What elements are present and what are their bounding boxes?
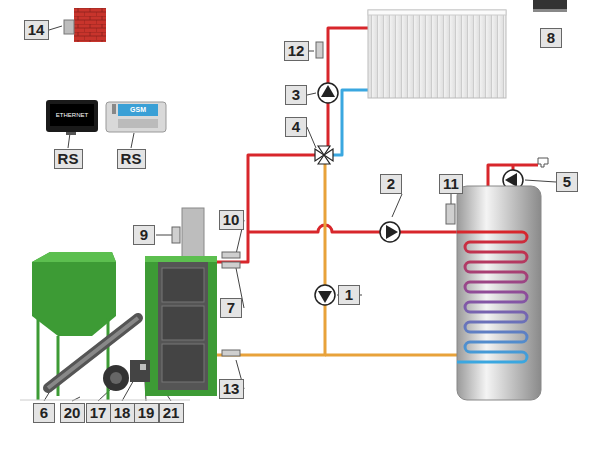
callout-number: RS bbox=[54, 149, 83, 169]
storage-tank bbox=[457, 186, 541, 400]
callout-number: 20 bbox=[60, 403, 85, 423]
gsm-module bbox=[106, 102, 166, 132]
callout-number: 21 bbox=[159, 403, 184, 423]
callout-number: 1 bbox=[338, 285, 360, 305]
outdoor-sensor bbox=[64, 20, 74, 34]
screen-text: ETHERNET bbox=[56, 112, 88, 119]
tap bbox=[538, 158, 548, 167]
callout-number: 5 bbox=[556, 172, 578, 192]
screen-text: GSM bbox=[130, 106, 146, 114]
callout-number: 6 bbox=[33, 403, 55, 423]
callout-number: 8 bbox=[540, 28, 562, 48]
callout-number: 4 bbox=[285, 117, 307, 137]
callout-number: 18 bbox=[110, 403, 135, 423]
chimney bbox=[182, 208, 204, 258]
callout-number: 9 bbox=[133, 225, 155, 245]
fuel-silo bbox=[20, 252, 190, 400]
callout-number: 13 bbox=[219, 379, 244, 399]
boiler bbox=[145, 256, 217, 396]
callout-number: 3 bbox=[285, 85, 307, 105]
callout-number: 2 bbox=[380, 174, 402, 194]
callout-number: 11 bbox=[439, 174, 463, 194]
callout-number: 10 bbox=[219, 210, 244, 230]
callout-number: 19 bbox=[134, 403, 159, 423]
ethernet-module bbox=[46, 100, 98, 135]
radiator bbox=[368, 10, 506, 98]
callout-number: 12 bbox=[284, 41, 309, 61]
brick-wall bbox=[74, 8, 106, 42]
callout-number: 17 bbox=[86, 403, 111, 423]
room-panel bbox=[533, 0, 567, 9]
callout-number: 14 bbox=[24, 20, 49, 40]
callout-number: RS bbox=[117, 149, 146, 169]
callout-number: 7 bbox=[220, 298, 242, 318]
mixing-valve bbox=[315, 146, 333, 164]
